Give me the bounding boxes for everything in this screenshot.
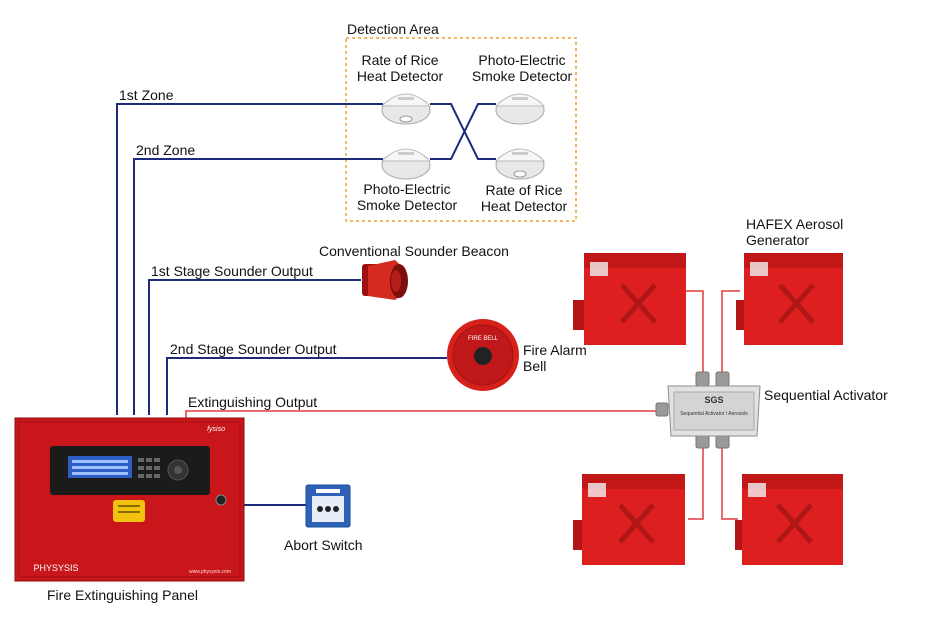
wiring-blue	[116, 103, 496, 506]
aerosol-generator-bottom-left	[573, 474, 685, 565]
detection-area-border	[345, 37, 577, 222]
zone2-label: 2nd Zone	[136, 142, 196, 158]
svg-text:SGS: SGS	[704, 395, 723, 405]
sequential-activator-label: Sequential Activator	[764, 387, 888, 403]
top-left-detector-line1: Rate of Rice	[361, 52, 439, 68]
stage2-wire	[166, 357, 447, 415]
alarm-bell-icon: FIRE BELL	[447, 319, 519, 391]
top-left-detector-label: Rate of Rice Heat Detector	[352, 52, 448, 84]
aerosol-generator-bottom-right	[735, 474, 843, 565]
fire-panel-icon: fysiso PHYSYSIS www.physysis.com	[14, 417, 245, 582]
alarm-bell-line1: Fire Alarm	[523, 342, 587, 358]
svg-text:fysiso: fysiso	[207, 426, 225, 433]
zone2-wire	[133, 158, 383, 415]
fire-panel-label: Fire Extinguishing Panel	[47, 587, 198, 603]
extinguishing-label: Extinguishing Output	[188, 394, 318, 410]
aerosol-generator-top-left	[573, 253, 686, 345]
detection-area-title: Detection Area	[347, 21, 439, 37]
detector-bottom-left	[380, 148, 432, 180]
top-left-detector-line2: Heat Detector	[356, 68, 444, 84]
extinguishing-wire	[185, 410, 662, 419]
alarm-bell-line2: Bell	[523, 358, 547, 374]
sequential-activator-icon: SGS Sequential Activator / Aerosols	[655, 371, 761, 449]
aerosol-line2: Generator	[746, 232, 810, 248]
svg-text:Sequential Activator / Aerosol: Sequential Activator / Aerosols	[680, 411, 748, 417]
abort-switch-label: Abort Switch	[284, 537, 363, 553]
wire-bottom-left-gen	[688, 445, 704, 520]
bottom-right-detector-label: Rate of Rice Heat Detector	[474, 182, 574, 214]
bottom-right-detector-line1: Rate of Rice	[485, 182, 563, 198]
bottom-left-detector-label: Photo-Electric Smoke Detector	[351, 181, 463, 213]
svg-text:www.physysis.com: www.physysis.com	[189, 569, 231, 575]
zone1-label: 1st Zone	[119, 87, 174, 103]
top-right-detector-label: Photo-Electric Smoke Detector	[468, 52, 576, 84]
top-right-detector-line1: Photo-Electric	[478, 52, 566, 68]
stage1-wire	[148, 279, 361, 415]
sounder-beacon-label: Conventional Sounder Beacon	[319, 243, 509, 259]
detector-top-right	[494, 93, 546, 125]
detector-bottom-right	[494, 148, 546, 180]
sounder-beacon-icon	[362, 260, 408, 300]
bottom-right-detector-line2: Heat Detector	[480, 198, 568, 214]
stage1-label: 1st Stage Sounder Output	[151, 263, 313, 279]
aerosol-generator-label: HAFEX Aerosol Generator	[746, 216, 843, 248]
svg-text:PHYSYSIS: PHYSYSIS	[33, 563, 78, 573]
aerosol-generator-top-right	[736, 253, 843, 345]
wire-top-left-gen	[686, 290, 704, 376]
wire-bottom-right-gen	[721, 445, 738, 520]
top-right-detector-line2: Smoke Detector	[471, 68, 573, 84]
cross-wire-b	[430, 103, 496, 160]
bottom-left-detector-line2: Smoke Detector	[356, 197, 458, 213]
aerosol-line1: HAFEX Aerosol	[746, 216, 844, 232]
wire-top-right-gen	[721, 290, 740, 376]
cross-wire-a	[430, 103, 496, 160]
detector-top-left	[380, 93, 432, 125]
svg-text:FIRE BELL: FIRE BELL	[468, 336, 499, 342]
bottom-left-detector-line1: Photo-Electric	[363, 181, 451, 197]
alarm-bell-label: Fire Alarm Bell	[523, 342, 587, 374]
stage2-label: 2nd Stage Sounder Output	[170, 341, 337, 357]
wiring-red	[185, 290, 740, 520]
zone1-wire	[116, 103, 383, 415]
abort-switch-icon	[305, 484, 351, 528]
